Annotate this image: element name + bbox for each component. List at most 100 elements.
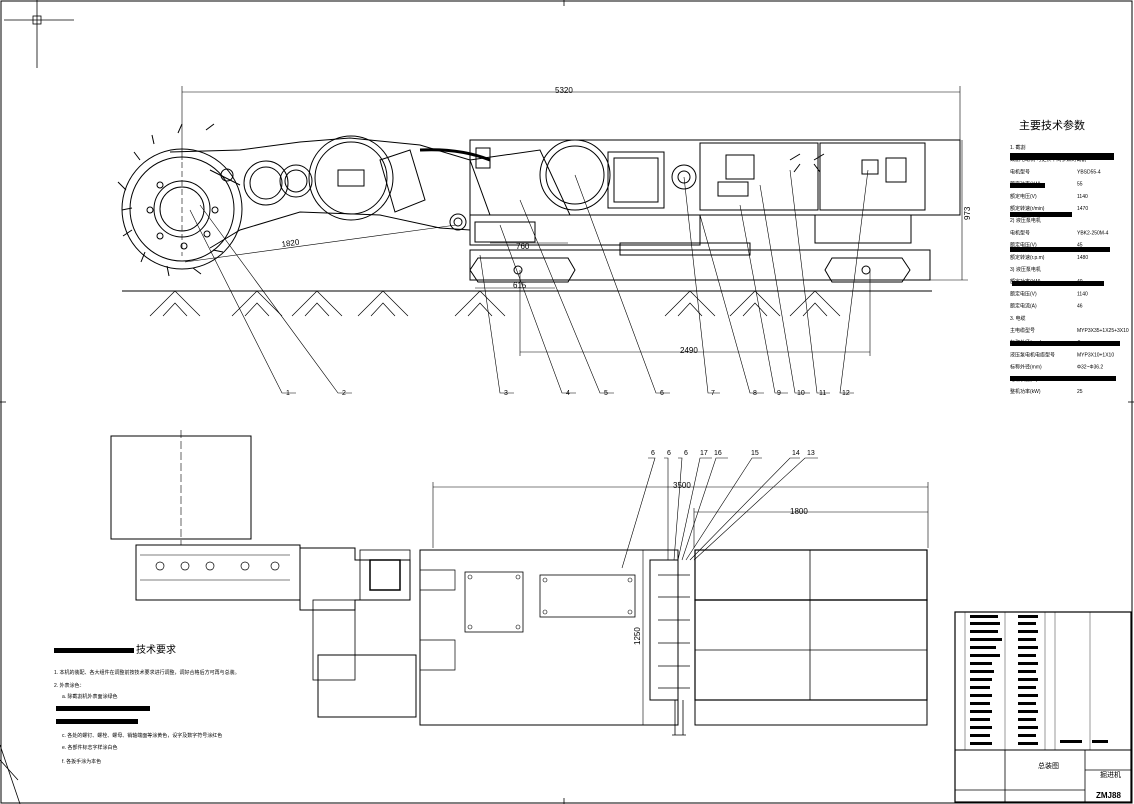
- plan-callout-16: 16: [714, 450, 722, 457]
- param-label: 液压泵电机电缆型号: [1010, 351, 1055, 358]
- param-label: 标称外径(mm): [1010, 364, 1042, 371]
- plan-callouts: 6 6 6 17 16 15 14 13: [651, 450, 815, 457]
- dim-plan-height: 1250: [633, 627, 642, 645]
- tech-requirements: 技术要求 1. 本机的装配、各大组件在调整前按技术要求进行调整，调好合格后方可再…: [54, 643, 240, 765]
- callout-4: 4: [566, 390, 570, 397]
- param-label: 3) 液压泵电机: [1010, 266, 1041, 273]
- param-label: 主电缆型号: [1010, 327, 1035, 334]
- cutting-boom: [169, 135, 491, 249]
- param-value: 25: [1077, 389, 1083, 395]
- tech-req-1: 1. 本机的装配、各大组件在调整前按技术要求进行调整，调好合格后方可再与总装。: [54, 669, 240, 676]
- plan-dimensions: [432, 482, 929, 726]
- param-value: 1470: [1077, 206, 1088, 212]
- param-label: 截割电动机 可更换不同参数的截割: [1010, 156, 1086, 163]
- param-label: 额定转速(r/min): [1010, 205, 1045, 212]
- tech-req-6: f. 各扳手涂为本色: [62, 758, 101, 765]
- param-label: 额定功率(kW): [1010, 181, 1041, 188]
- dim-plan-width: 3500: [673, 481, 691, 490]
- callout-11: 11: [819, 390, 826, 397]
- plan-callout-6b: 6: [667, 450, 671, 457]
- param-label: 1. 截割: [1010, 144, 1026, 151]
- tech-req-title: 技术要求: [136, 643, 176, 656]
- dim-615: 615: [513, 281, 527, 290]
- plan-callout-6c: 6: [684, 450, 688, 457]
- param-label: 整机功率(kW): [1010, 388, 1041, 395]
- param-label: 额定电压(V): [1010, 193, 1037, 200]
- tech-req-5: e. 各部件标志字样涂白色: [62, 744, 118, 751]
- plan-callout-6a: 6: [651, 450, 655, 457]
- callout-12: 12: [842, 390, 850, 397]
- dim-overall-length: 5320: [555, 86, 573, 95]
- dimension-labels: 5320 973 1820 760 615 2490 3500 1800 125…: [281, 86, 972, 645]
- param-value: YBK2-250M-4: [1077, 230, 1109, 236]
- param-label: 额定功率(kW): [1010, 278, 1041, 285]
- callout-10: 10: [797, 390, 805, 397]
- param-label: 额定电压(V): [1010, 242, 1037, 249]
- side-leaders: [189, 169, 869, 394]
- tech-req-3: a. 除截割机外表面涂绿色: [62, 693, 118, 700]
- crawler-track: [469, 214, 931, 283]
- side-view: [117, 86, 968, 394]
- title-block-text: 总装图 掘进机 ZMJ88: [1038, 761, 1121, 800]
- callout-5: 5: [604, 390, 608, 397]
- req-redactions: [54, 648, 150, 724]
- dim-760: 760: [516, 242, 530, 251]
- title-block-product: 掘进机: [1100, 770, 1121, 779]
- ucs-crosshair: [4, 0, 74, 68]
- param-value: YBSD55-4: [1077, 169, 1101, 175]
- plan-leaders: [621, 457, 818, 569]
- plan-callout-14: 14: [792, 450, 800, 457]
- dim-track-width: 2490: [680, 346, 698, 355]
- cutter-head: [117, 123, 243, 277]
- param-label: 额定电压(V): [1010, 290, 1037, 297]
- callout-7: 7: [711, 390, 715, 397]
- param-value: MYP3X10+1X10: [1077, 352, 1114, 358]
- tech-req-4: c. 各处的螺钉、螺栓、螺母、销轴端面等涂黄色，设字及数字符号涂红色: [62, 732, 222, 739]
- title-block-drawing-no: ZMJ88: [1096, 791, 1121, 800]
- callout-8: 8: [753, 390, 757, 397]
- callout-6: 6: [660, 390, 664, 397]
- param-label: 电缆长度(m): [1010, 376, 1038, 383]
- tech-req-2: 2. 外表涂色：: [54, 682, 85, 689]
- param-redactions: [1010, 153, 1120, 381]
- tech-params-title: 主要技术参数: [1019, 118, 1085, 132]
- param-value: 46: [1077, 304, 1083, 310]
- callout-3: 3: [504, 390, 508, 397]
- plan-callout-15: 15: [751, 450, 759, 457]
- callout-2: 2: [342, 390, 346, 397]
- param-value: 1140: [1077, 194, 1088, 200]
- param-label: 电机型号: [1010, 168, 1030, 175]
- param-value: Φ: [1077, 340, 1081, 346]
- param-label: 2) 液压泵电机: [1010, 217, 1041, 224]
- param-value: 1520: [1077, 377, 1088, 383]
- param-value: 1480: [1077, 255, 1088, 261]
- side-dimensions: [181, 86, 968, 356]
- title-block-redactions: [970, 615, 1108, 745]
- callout-9: 9: [777, 390, 781, 397]
- param-value: Φ32~Φ36.2: [1077, 365, 1103, 371]
- side-callouts: 1 2 3 4 5 6 7 8 9 10 11 12: [286, 390, 850, 397]
- param-label: 额定转速(r.p.m): [1010, 254, 1045, 261]
- main-body: [469, 139, 961, 246]
- title-block: [954, 611, 1132, 803]
- dim-cutter-reach: 1820: [281, 238, 300, 249]
- param-value: 40: [1077, 279, 1083, 285]
- dim-height: 973: [963, 206, 972, 220]
- param-label: 3. 电缆: [1010, 315, 1026, 322]
- plan-callout-13: 13: [807, 450, 815, 457]
- plan-view: [110, 430, 929, 736]
- param-value: 1140: [1077, 291, 1088, 297]
- param-value: 45: [1077, 243, 1083, 249]
- param-value: MYP3X35+1X25+3X10: [1077, 328, 1129, 334]
- param-label: 额定电流(A): [1010, 303, 1037, 310]
- dim-plan-section: 1800: [790, 507, 808, 516]
- param-value: 55: [1077, 182, 1083, 188]
- ground-hatch: [149, 290, 841, 317]
- callout-1: 1: [286, 390, 290, 397]
- param-label: 标称外径(mm): [1010, 339, 1042, 346]
- plan-callout-17: 17: [700, 450, 708, 457]
- param-label: 电机型号: [1010, 229, 1030, 236]
